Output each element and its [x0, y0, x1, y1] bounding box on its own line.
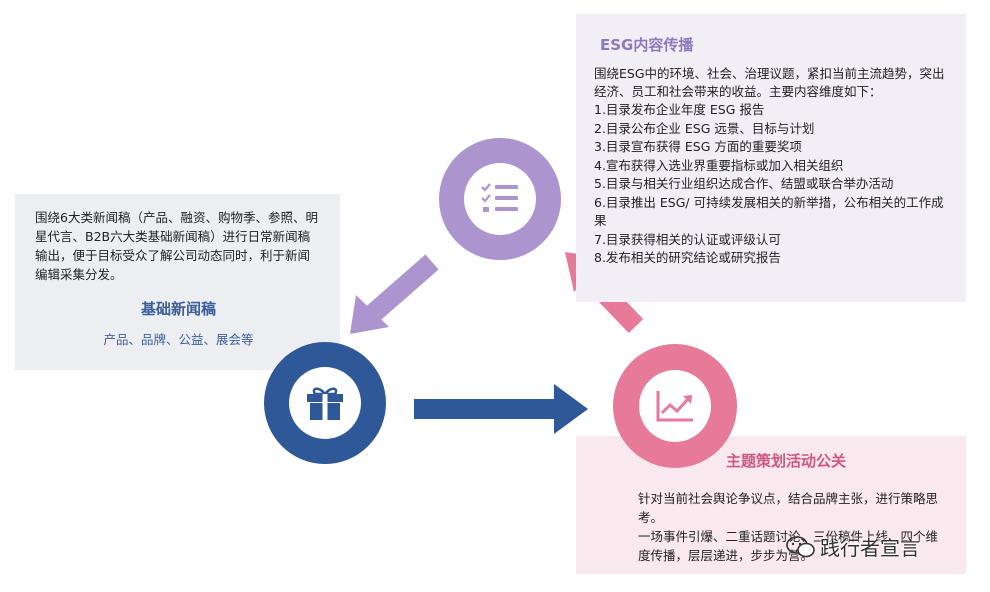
- arrow-purple-to-blue: [350, 254, 439, 334]
- list-item: 5.目录与相关行业组织达成合作、结盟或联合举办活动: [594, 176, 894, 191]
- wechat-icon: [786, 535, 815, 557]
- arrow-blue-to-pink: [414, 384, 588, 434]
- topic-pr-title: 主题策划活动公关: [726, 452, 847, 470]
- esg-content-panel: ESG内容传播 围绕ESG中的环境、社会、治理议题，紧扣当前主流趋势，突出经济、…: [576, 14, 966, 302]
- basic-news-title: 基础新闻稿: [140, 300, 216, 318]
- basic-news-panel: 围绕6大类新闻稿（产品、融资、购物季、参照、明星代言、B2B六大类基础新闻稿）进…: [15, 194, 340, 370]
- checklist-icon: [481, 183, 518, 212]
- list-item: 2.目录公布企业 ESG 远景、目标与计划: [594, 120, 815, 136]
- esg-title: ESG内容传播: [600, 36, 694, 54]
- gift-icon: [307, 387, 343, 420]
- list-item: 1.目录发布企业年度 ESG 报告: [594, 102, 765, 117]
- esg-circle: [439, 138, 561, 260]
- list-item: 3.目录宣布获得 ESG 方面的重要奖项: [594, 139, 802, 154]
- list-item: 4.宣布获得入选业界重要指标或加入相关组织: [594, 157, 844, 173]
- list-item: 8.发布相关的研究结论或研究报告: [594, 250, 781, 265]
- esg-intro: 围绕ESG中的环境、社会、治理议题，紧扣当前主流趋势，突出经济、员工和社会带来的…: [594, 66, 945, 99]
- topic-pr-body-2: 一场事件引爆、二重话题讨论、三份稿件上线、四个维度传播，层层递进，步步为营。: [638, 529, 939, 563]
- list-item: 7.目录获得相关的认证或评级认可: [594, 231, 781, 247]
- topic-pr-body: 针对当前社会舆论争议点，结合品牌主张，进行策略思考。: [638, 491, 939, 525]
- watermark: 践行者宣言: [786, 532, 920, 561]
- esg-list: 1.目录发布企业年度 ESG 报告 2.目录公布企业 ESG 远景、目标与计划 …: [594, 101, 948, 268]
- watermark-text: 践行者宣言: [820, 536, 920, 560]
- list-item: 6.目录推出 ESG/ 可持续发展相关的新举措，公布相关的工作成果: [594, 194, 944, 229]
- topic-pr-panel: 主题策划活动公关 针对当前社会舆论争议点，结合品牌主张，进行策略思考。 一场事件…: [576, 436, 966, 574]
- basic-news-circle: [264, 342, 386, 464]
- trend-chart-icon: [656, 391, 693, 422]
- basic-news-body: 围绕6大类新闻稿（产品、融资、购物季、参照、明星代言、B2B六大类基础新闻稿）进…: [35, 210, 318, 282]
- topic-pr-circle: [613, 344, 737, 468]
- basic-news-subtitle: 产品、品牌、公益、展会等: [103, 332, 254, 347]
